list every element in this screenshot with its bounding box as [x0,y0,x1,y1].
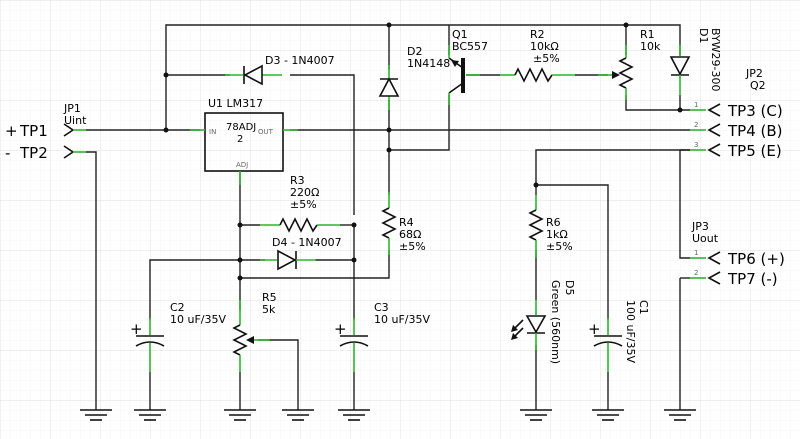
c2-plus-sign: + [130,320,143,338]
u1-type: 78ADJ [226,122,256,133]
c1-value: 100 uF/35V [624,300,637,363]
d2-ref: D2 [407,45,422,58]
jp3-pin2-number: 2 [694,269,698,277]
q1-ref: Q1 [452,28,468,41]
c3-plus-sign: + [334,320,347,338]
r4-resistor: R4 68Ω ±5% [381,192,426,255]
jp1-connector: JP1 Uint + TP1 - TP2 [5,102,87,162]
jp1-name: Uint [64,114,87,127]
r6-tol: ±5% [546,240,573,253]
tp4-label: TP4 (B) [727,122,783,140]
r2-tol: ±5% [533,52,560,65]
jp2-pin1-number: 1 [694,101,698,109]
tp1-label: TP1 [19,122,48,140]
c1-ref: C1 [637,300,650,315]
r1-value: 10k [640,40,661,53]
q1-transistor: Q1 BC557 [448,28,488,105]
r4-value: 68Ω [399,228,421,241]
r3-resistor: R3 220Ω ±5% [260,174,340,233]
tp3-label: TP3 (C) [727,102,783,120]
d1-value: BYW29-300 [709,28,722,92]
tp5-label: TP5 (E) [727,142,782,160]
r2-resistor: R2 10kΩ ±5% [500,28,575,83]
d4-diode: D4 - 1N4007 [260,236,342,271]
tp7-label: TP7 (-) [727,270,778,288]
d2-diode: D2 1N4148 [378,45,450,110]
jp1-ref: JP1 [63,102,81,115]
c1-capacitor: C1 100 uF/35V + [588,300,650,372]
d1-ref: D1 [697,28,710,43]
r1-ref: R1 [640,28,655,41]
junction-dots [163,22,683,281]
d4-label: D4 - 1N4007 [272,236,342,249]
led-light-arrows [511,319,524,340]
jp3-name: Uout [692,232,719,245]
r2-value: 10kΩ [530,40,559,53]
c1-plus-sign: + [588,320,601,338]
d5-value: Green (560nm) [549,280,562,364]
jp2-connector: JP2 Q2 TP3 (C) TP4 (B) TP5 (E) 1 2 3 [690,67,783,160]
r4-tol: ±5% [399,240,426,253]
r5-value: 5k [262,303,276,316]
u1-pin-adj: ADJ [236,161,248,169]
tp2-label: TP2 [19,144,48,162]
jp2-pin2-number: 2 [694,121,698,129]
r5-ref: R5 [262,291,277,304]
jp2-name: Q2 [750,79,766,92]
r6-resistor: R6 1kΩ ±5% [528,195,573,258]
jp3-connector: JP3 Uout TP6 (+) TP7 (-) 1 2 [690,220,785,288]
u1-line2: 2 [237,134,243,145]
d3-diode: D3 - 1N4007 [225,54,335,86]
d5-ref: D5 [563,280,576,295]
r6-value: 1kΩ [546,228,568,241]
r3-tol: ±5% [290,198,317,211]
c2-capacitor: C2 10 uF/35V + [130,301,226,372]
d3-label: D3 - 1N4007 [265,54,335,67]
c3-capacitor: C3 10 uF/35V + [334,301,430,372]
jp2-ref: JP2 [745,67,763,80]
q1-value: BC557 [452,40,488,53]
u1-body [204,112,284,172]
jp2-pin3-number: 3 [694,141,698,149]
r4-ref: R4 [399,216,414,229]
u1-regulator: U1 LM317 78ADJ 2 IN OUT ADJ [190,97,298,185]
jp3-pin1-number: 1 [694,249,698,257]
u1-pin-out: OUT [258,128,274,136]
d1-diode: D1 BYW29-300 [669,28,722,95]
d2-value: 1N4148 [407,57,450,70]
r1-potentiometer: R1 10k [598,28,661,100]
u1-ref: U1 LM317 [208,97,263,110]
r3-ref: R3 [290,174,305,187]
jp3-ref: JP3 [691,220,709,233]
r6-ref: R6 [546,216,561,229]
tp1-sign: + [5,122,18,140]
d5-led: D5 Green (560nm) [511,280,576,364]
c2-value: 10 uF/35V [170,313,226,326]
c3-ref: C3 [374,301,389,314]
r2-ref: R2 [530,28,545,41]
tp2-sign: - [5,144,10,162]
r3-value: 220Ω [290,186,319,199]
r5-potentiometer: R5 5k [232,291,277,372]
tp6-label: TP6 (+) [727,250,785,268]
u1-pin-in: IN [209,128,216,136]
c3-value: 10 uF/35V [374,313,430,326]
c2-ref: C2 [170,301,185,314]
